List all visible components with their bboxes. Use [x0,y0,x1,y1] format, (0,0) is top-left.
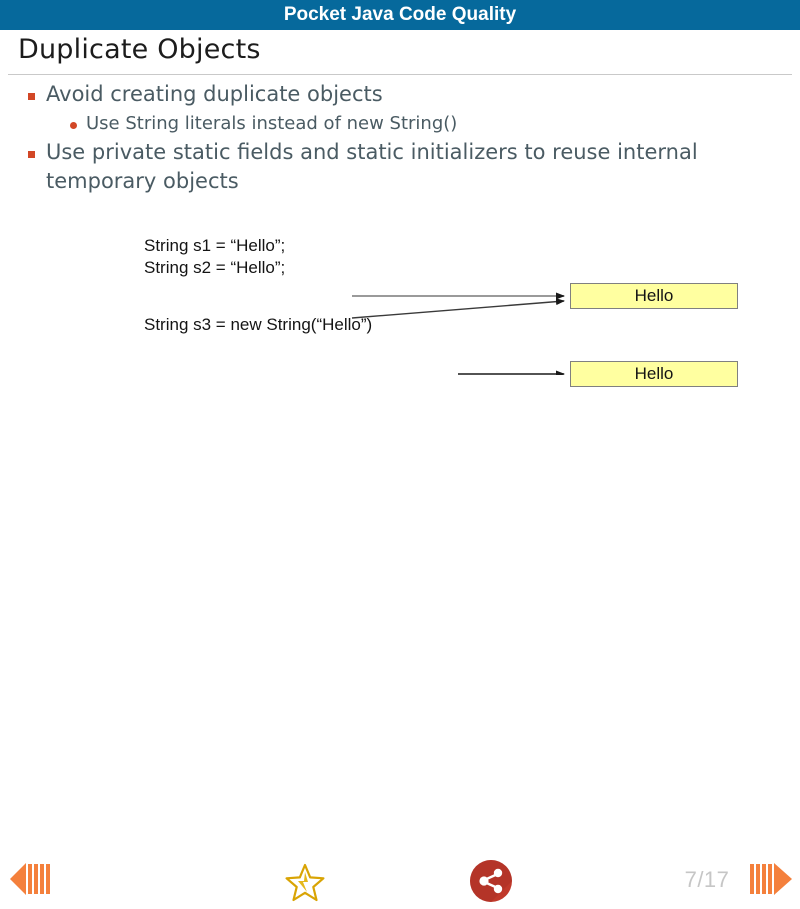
code-line-s1: String s1 = “Hello”; [144,236,286,255]
code-line-s2: String s2 = “Hello”; [144,258,286,277]
next-slide-button[interactable] [748,857,796,901]
bullet-dot-icon [70,122,77,129]
bullet-square-icon [28,93,35,100]
bottom-toolbar: 7/17 [0,425,800,902]
previous-arrow-icon [10,863,50,895]
diagram-arrows [351,292,565,375]
app-title: Pocket Java Code Quality [283,4,517,25]
favorite-button[interactable] [284,862,326,902]
code-line-s3: String s3 = new String(“Hello”) [144,315,373,334]
page-indicator: 7/17 [684,867,730,892]
slide-canvas: Duplicate Objects Avoid creating duplica… [0,30,800,480]
bullet-list: Avoid creating duplicate objects Use Str… [0,80,790,197]
list-item-label: Avoid creating duplicate objects [46,82,383,106]
list-item-label: Use String literals instead of new Strin… [86,113,458,134]
page-title: Duplicate Objects [18,34,261,65]
string-object-box: Hello [570,361,738,387]
next-arrow-icon [750,863,792,895]
string-object-box: Hello [570,283,738,309]
share-button[interactable] [468,858,514,904]
list-item: Avoid creating duplicate objects [0,80,790,109]
previous-slide-button[interactable] [8,857,56,901]
string-interning-diagram: String s1 = “Hello”; String s2 = “Hello”… [0,215,800,387]
star-icon [285,863,325,902]
arrow-s2-to-object [351,298,565,319]
title-divider [8,74,792,75]
list-item: Use private static fields and static ini… [0,138,790,196]
list-item: Use String literals instead of new Strin… [0,110,790,137]
bullet-square-icon [28,151,35,158]
list-item-label: Use private static fields and static ini… [46,140,698,193]
share-icon [470,860,512,902]
app-header: Pocket Java Code Quality [0,0,800,30]
